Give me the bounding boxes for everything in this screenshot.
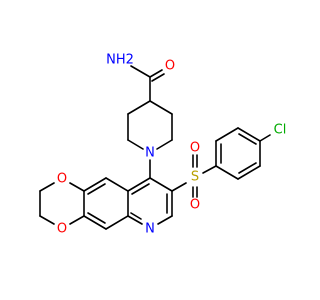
atom-label-n-quinoline: N bbox=[145, 222, 155, 237]
bond-ar-3 bbox=[237, 127, 261, 142]
bond-py-3 bbox=[157, 215, 173, 225]
atom-label-o-dioxane-top: O bbox=[57, 172, 67, 187]
bond-ar-2 bbox=[215, 127, 239, 142]
bond-c-S bbox=[171, 182, 187, 192]
bond-bz-1 bbox=[105, 177, 129, 192]
bond-py-4b bbox=[130, 212, 142, 220]
bond-pip-6 bbox=[156, 139, 173, 150]
bond-pip-2 bbox=[149, 100, 173, 115]
bond-ar-6 bbox=[215, 165, 239, 180]
bond-py-6 bbox=[127, 177, 151, 192]
bond-bz-2b bbox=[87, 183, 106, 195]
bond-dx-2 bbox=[69, 215, 85, 225]
bond-ar-5 bbox=[237, 165, 261, 180]
bond-dx-5 bbox=[39, 215, 55, 225]
bond-dx-3 bbox=[39, 182, 55, 192]
bond-carbonyl-o-b bbox=[151, 73, 165, 82]
bond-py-6b bbox=[131, 183, 150, 195]
bond-py-4 bbox=[127, 215, 143, 225]
atom-label-cl: Cl bbox=[274, 123, 287, 138]
atom-label-s-sulfonyl: S bbox=[191, 170, 199, 185]
bond-bz-4 bbox=[83, 215, 107, 230]
bond-carbonyl-o-a bbox=[149, 69, 163, 78]
structure-canvas: NH2 O N S O O Cl O O N bbox=[39, 53, 287, 237]
molecule-diagram: NH2 O N S O O Cl O O N bbox=[39, 53, 287, 237]
atom-label-n-piperidine: N bbox=[145, 146, 155, 161]
bond-S-aryl bbox=[202, 165, 217, 174]
bond-bz-2 bbox=[83, 177, 107, 192]
bond-py-1 bbox=[149, 177, 173, 192]
atom-label-o-carbonyl: O bbox=[165, 59, 175, 74]
atom-label-o-sulfonyl-bottom: O bbox=[190, 198, 200, 213]
bond-bz-4b bbox=[87, 212, 106, 224]
bond-pip-1 bbox=[127, 100, 151, 115]
atom-label-o-sulfonyl-top: O bbox=[190, 141, 200, 156]
bond-pip-5 bbox=[127, 139, 144, 150]
bond-ar-3b bbox=[238, 133, 257, 145]
bond-ar-5b bbox=[238, 162, 257, 174]
bond-bz-5 bbox=[105, 215, 129, 230]
atom-label-o-dioxane-bottom: O bbox=[57, 222, 67, 237]
bond-amideN-carbonyl bbox=[130, 65, 151, 78]
bond-dx-1 bbox=[69, 182, 85, 192]
atom-label-nh2: NH2 bbox=[106, 53, 134, 68]
bond-ar-Cl bbox=[259, 134, 271, 142]
